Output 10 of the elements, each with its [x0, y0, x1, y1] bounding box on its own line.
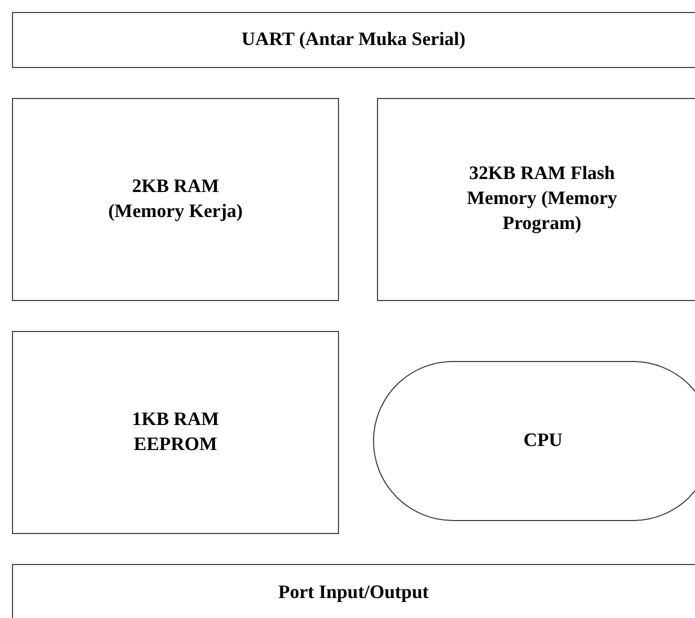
memory-block: [377, 98, 695, 301]
block-label: Port Input/Output: [278, 581, 429, 605]
interface-block: [12, 12, 695, 68]
memory-block: [12, 98, 339, 301]
block-label: CPU: [523, 428, 563, 453]
block-label: 1KB RAM EEPROM: [130, 408, 220, 456]
block-label: 2KB RAM (Memory Kerja): [107, 174, 244, 224]
memory-block: [12, 331, 339, 534]
block-label: UART (Antar Muka Serial): [242, 28, 466, 52]
block-label: 32KB RAM Flash Memory (Memory Program): [466, 162, 618, 236]
